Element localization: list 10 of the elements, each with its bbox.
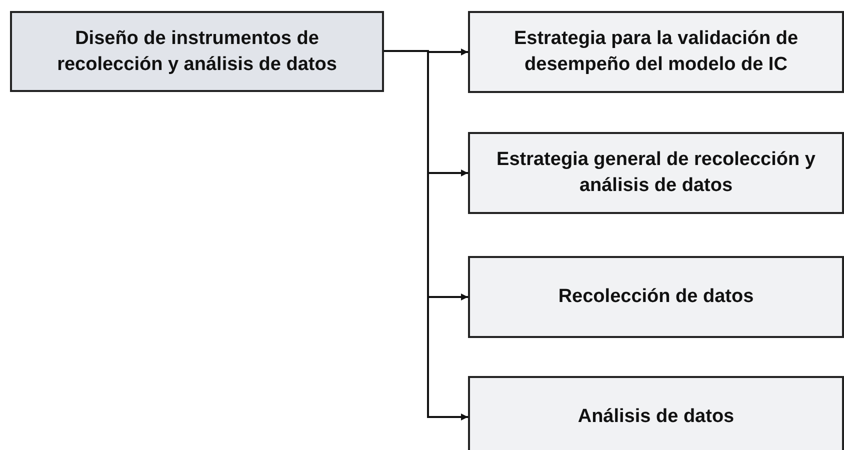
process-box [10, 11, 384, 92]
process-box [468, 256, 844, 338]
process-box [468, 11, 844, 93]
box-label: Recolección de datos [558, 285, 754, 309]
process-box [468, 132, 844, 214]
box-label: Estrategia para la validación de desempeño del modelo de IC [512, 27, 800, 77]
box-label: Análisis de datos [578, 405, 734, 429]
process-box [468, 376, 844, 450]
box-label: Diseño de instrumentos de recolección y análisis de datos [56, 26, 338, 76]
box-label: Estrategia general de recolección y análisis de datos [496, 148, 816, 198]
